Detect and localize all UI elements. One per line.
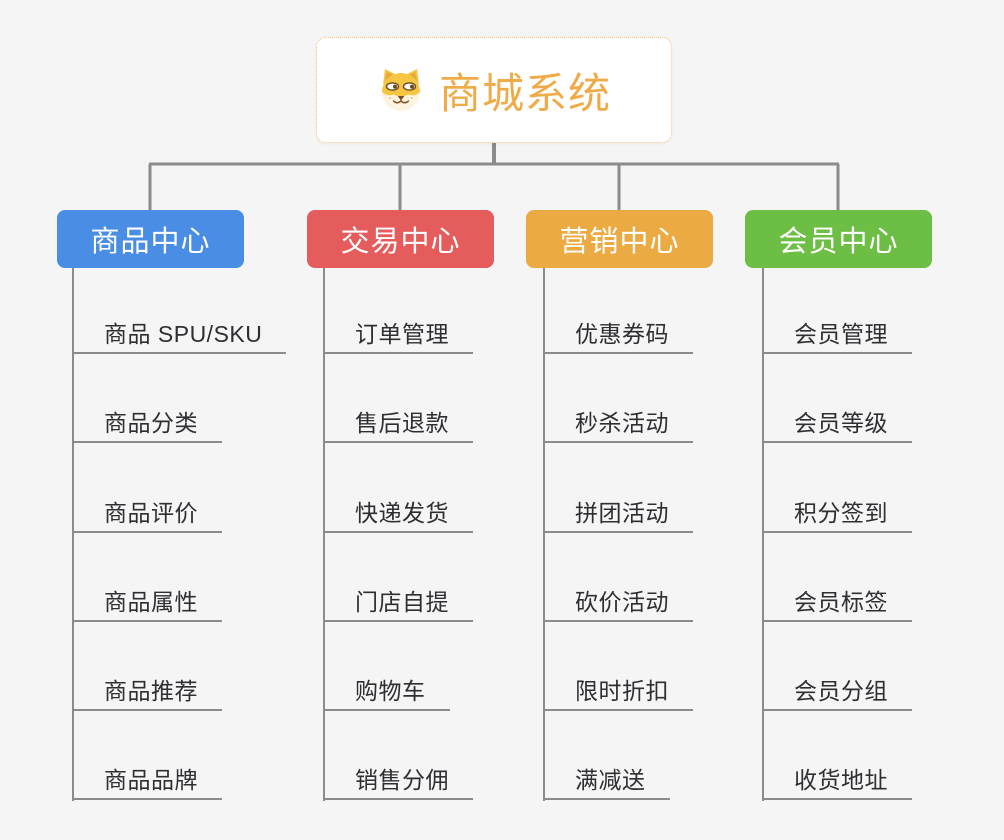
leaf-node[interactable]: 商品 SPU/SKU xyxy=(72,312,287,354)
leaf-node[interactable]: 拼团活动 xyxy=(543,491,693,533)
branch-node-trade[interactable]: 交易中心 xyxy=(307,210,494,268)
shiba-dog-icon xyxy=(381,69,420,111)
leaf-node[interactable]: 秒杀活动 xyxy=(543,401,693,443)
leaf-node[interactable]: 商品分类 xyxy=(72,401,222,443)
leaf-node[interactable]: 门店自提 xyxy=(323,580,473,622)
leaf-node[interactable]: 商品品牌 xyxy=(72,758,222,800)
branch-node-members[interactable]: 会员中心 xyxy=(745,210,932,268)
root-node[interactable]: 商城系统 xyxy=(316,37,672,143)
leaf-node[interactable]: 限时折扣 xyxy=(543,669,693,711)
branch-node-marketing[interactable]: 营销中心 xyxy=(526,210,713,268)
leaf-node[interactable]: 满减送 xyxy=(543,758,670,800)
leaf-node[interactable]: 会员管理 xyxy=(762,312,912,354)
leaf-node[interactable]: 商品属性 xyxy=(72,580,222,622)
leaf-node[interactable]: 积分签到 xyxy=(762,491,912,533)
root-title: 商城系统 xyxy=(438,69,611,117)
branch-node-products[interactable]: 商品中心 xyxy=(57,210,244,268)
leaf-node[interactable]: 快递发货 xyxy=(323,491,473,533)
leaf-node[interactable]: 会员分组 xyxy=(762,669,912,711)
leaf-node[interactable]: 收货地址 xyxy=(762,758,912,800)
leaf-node[interactable]: 商品推荐 xyxy=(72,669,222,711)
leaf-node[interactable]: 售后退款 xyxy=(323,401,473,443)
leaf-node[interactable]: 砍价活动 xyxy=(543,580,693,622)
leaf-node[interactable]: 订单管理 xyxy=(323,312,473,354)
leaf-node[interactable]: 会员等级 xyxy=(762,401,912,443)
leaf-node[interactable]: 购物车 xyxy=(323,669,450,711)
leaf-node[interactable]: 销售分佣 xyxy=(323,758,473,800)
leaf-node[interactable]: 会员标签 xyxy=(762,580,912,622)
leaf-node[interactable]: 商品评价 xyxy=(72,491,222,533)
leaf-node[interactable]: 优惠券码 xyxy=(543,312,693,354)
